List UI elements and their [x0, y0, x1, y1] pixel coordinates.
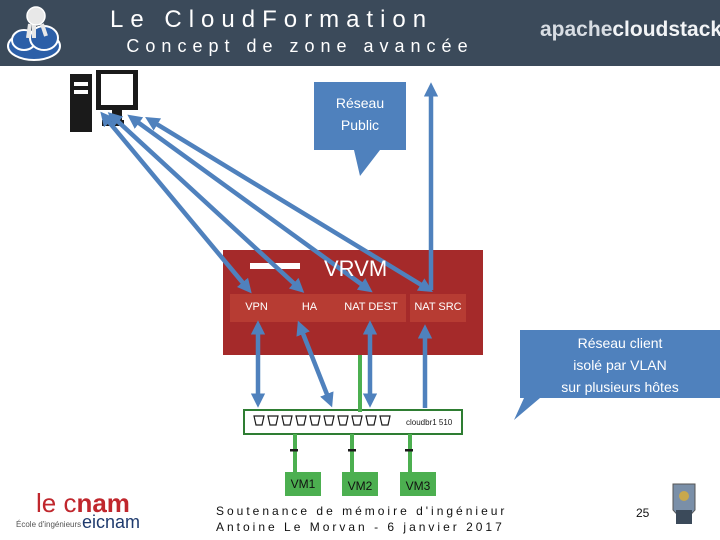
- vrvm-label: VRVM: [324, 256, 388, 281]
- arrow-computer-nat-src: [145, 117, 433, 292]
- bridge-port: [253, 415, 265, 426]
- footer-line-1: Soutenance de mémoire d'ingénieur: [216, 504, 508, 518]
- bridge-port: [337, 415, 349, 426]
- traffic-arrows: [100, 111, 433, 408]
- bridge-port: [323, 415, 335, 426]
- page-number: 25: [636, 506, 650, 520]
- slide-subtitle: Concept de zone avancée: [126, 36, 474, 56]
- bridge-port: [281, 415, 293, 426]
- bridge-port: [379, 415, 391, 426]
- bridge-port: [309, 415, 321, 426]
- crest-emblem: [672, 483, 696, 524]
- cnam-logo: le cnam École d'ingénieurs eicnam: [16, 488, 176, 534]
- service-label-nat-src: NAT SRC: [414, 301, 462, 313]
- brand-part-apache: apache: [540, 18, 613, 41]
- service-box-nat-dest: [336, 294, 406, 322]
- cloud-mascot-logo: [7, 6, 61, 61]
- eicnam-logo: eicnam: [82, 512, 141, 532]
- bridge-port: [295, 415, 307, 426]
- cnam-logo-main: le cnam: [36, 488, 130, 518]
- brand-part-cloudstack: cloudstack: [612, 18, 720, 41]
- bridge-port: [267, 415, 279, 426]
- vm1-box: [285, 472, 321, 496]
- service-box-vpn: [230, 294, 283, 322]
- computer-icon: [70, 70, 138, 132]
- vm3-box: [400, 472, 436, 496]
- footer-line-2: Antoine Le Morvan - 6 janvier 2017: [216, 520, 505, 534]
- bridge-label: cloudbr1 510: [406, 418, 453, 427]
- slide-title: Le CloudFormation: [110, 6, 434, 33]
- client-network-label: Réseau client isolé par VLAN sur plusieu…: [561, 335, 679, 395]
- bridge-ports: [253, 415, 391, 426]
- vm1-label: VM1: [290, 477, 316, 491]
- client-network-callout: [514, 330, 720, 420]
- arrow-computer-vpn: [100, 111, 252, 294]
- vm2-box: [342, 472, 378, 496]
- service-label-nat-dest: NAT DEST: [344, 301, 398, 313]
- public-network-label: Réseau Public: [335, 95, 385, 133]
- apache-cloudstack-logo: apachecloudstack: [540, 18, 720, 42]
- header-bar: [0, 0, 720, 66]
- service-label-ha: HA: [301, 301, 318, 313]
- bridge-port: [351, 415, 363, 426]
- arrow-computer-ha: [107, 112, 305, 293]
- service-label-vpn: VPN: [245, 301, 268, 313]
- service-box-ha: [283, 294, 336, 322]
- service-box-nat-src: [410, 294, 466, 322]
- vm3-label: VM3: [405, 479, 431, 493]
- arrow-ha-vm: [296, 320, 334, 408]
- vlan-links: [293, 355, 412, 472]
- cnam-logo-subtitle: École d'ingénieurs: [16, 520, 82, 529]
- vm2-label: VM2: [347, 479, 373, 493]
- bridge-port: [365, 415, 377, 426]
